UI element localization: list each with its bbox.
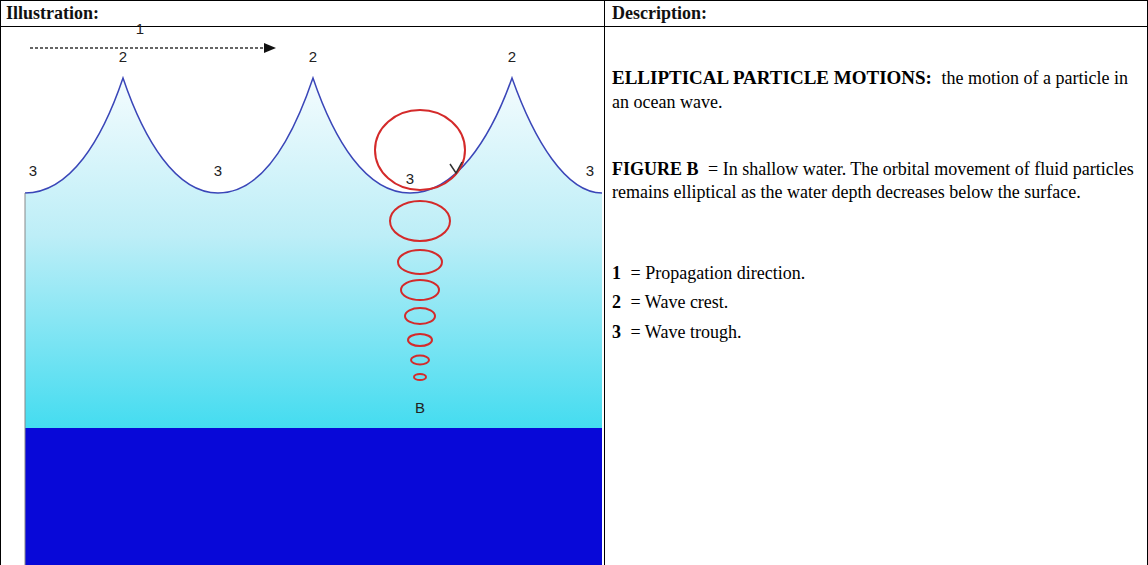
table-border [0, 26, 1148, 27]
callout-number: 2 [309, 48, 317, 65]
orbit-ellipse [398, 250, 442, 274]
orbit-group [375, 110, 465, 380]
description-paragraph: 3 = Wave trough. [612, 321, 1138, 344]
orbit-ellipse [405, 308, 435, 324]
callout-number: 3 [214, 162, 222, 179]
figure-letter: B [415, 399, 425, 416]
orbit-ellipse [390, 201, 450, 241]
water-edge [25, 193, 26, 565]
callout-number: 3 [586, 162, 594, 179]
legend-text: = Wave crest. [631, 292, 729, 312]
description-paragraph: FIGURE B = In shallow water. The orbital… [612, 158, 1138, 205]
figure-key: FIGURE B [612, 159, 699, 179]
orbit-ellipse [408, 334, 432, 346]
legend-text: = Propagation direction. [631, 263, 806, 283]
callout-number: 3 [406, 170, 414, 187]
orbit-ellipse [401, 280, 439, 300]
legend-key: 1 [612, 263, 621, 283]
description-paragraph: 1 = Propagation direction. [612, 262, 1138, 285]
column-header: Illustration: [6, 3, 99, 24]
table-border [604, 0, 605, 565]
description-heading: ELLIPTICAL PARTICLE MOTIONS: [612, 67, 932, 88]
wave-surface [25, 78, 602, 193]
table-border [0, 0, 1148, 1]
orbit-ellipse [411, 356, 429, 365]
legend-key: 2 [612, 292, 621, 312]
legend-key: 3 [612, 322, 621, 342]
propagation-arrow [30, 47, 266, 49]
callout-number: 1 [136, 20, 144, 37]
deep-water [25, 428, 602, 565]
orbit-arrowhead [450, 162, 462, 173]
table-border [1147, 0, 1148, 565]
light-water [25, 78, 602, 428]
arrow-head [264, 43, 276, 53]
description-paragraph: ELLIPTICAL PARTICLE MOTIONS: the motion … [612, 66, 1138, 114]
table-border [0, 0, 1, 565]
legend-text: = Wave trough. [631, 322, 742, 342]
description-paragraph: 2 = Wave crest. [612, 291, 1138, 314]
orbit-ellipse [414, 374, 426, 380]
orbit-ellipse [375, 110, 465, 190]
callout-number: 2 [508, 48, 516, 65]
callout-number: 3 [29, 162, 37, 179]
callout-number: 2 [119, 48, 127, 65]
column-header: Description: [612, 3, 707, 24]
